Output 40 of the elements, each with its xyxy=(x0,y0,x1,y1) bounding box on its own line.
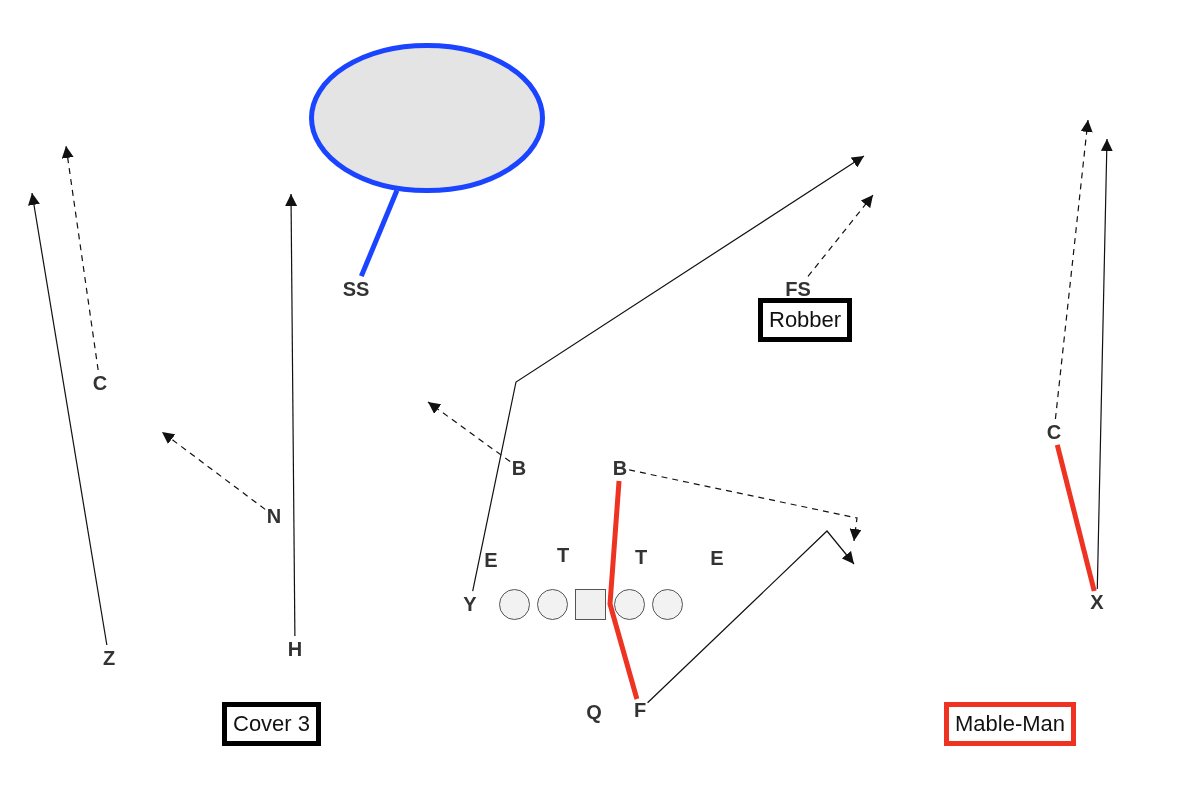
route-arrow xyxy=(427,401,511,463)
route-arrow xyxy=(1054,119,1093,420)
position-letter: C xyxy=(1046,421,1062,443)
position-letter: E xyxy=(484,549,498,571)
route-arrow xyxy=(807,194,874,278)
route-arrow xyxy=(628,469,862,542)
assignment-line xyxy=(1054,444,1097,592)
position-letter: H xyxy=(287,638,303,660)
route-arrow xyxy=(28,192,108,646)
lineman-circle xyxy=(614,589,645,620)
position-letter: Y xyxy=(463,593,477,615)
center-square xyxy=(575,589,606,620)
coverage-label: Robber xyxy=(758,298,853,342)
lineman-circle xyxy=(537,589,568,620)
coverage-label: Mable-Man xyxy=(944,702,1077,746)
position-letter: E xyxy=(710,547,724,569)
lineman-circle xyxy=(652,589,683,620)
position-letter: X xyxy=(1090,591,1104,613)
lineman-circle xyxy=(499,589,530,620)
position-letter: F xyxy=(633,699,647,721)
position-letter: C xyxy=(92,372,108,394)
position-letter: SS xyxy=(342,278,370,300)
position-letter: T xyxy=(634,546,648,568)
position-letter: N xyxy=(266,505,282,527)
route-arrow xyxy=(472,155,865,592)
position-letter: Q xyxy=(586,701,602,723)
route-arrow xyxy=(61,145,99,371)
route-arrow xyxy=(161,431,266,510)
assignment-line xyxy=(607,480,640,700)
route-arrow xyxy=(1096,138,1113,590)
coverage-label: Cover 3 xyxy=(222,702,322,746)
zone-ellipse xyxy=(309,43,545,193)
position-letter: B xyxy=(612,457,628,479)
route-arrow xyxy=(646,530,855,704)
position-letter: T xyxy=(556,544,570,566)
position-letter: FS xyxy=(785,278,811,300)
position-letter: Z xyxy=(102,647,116,669)
assignment-line xyxy=(359,189,400,278)
position-letter: B xyxy=(511,457,527,479)
route-arrow xyxy=(285,193,298,637)
